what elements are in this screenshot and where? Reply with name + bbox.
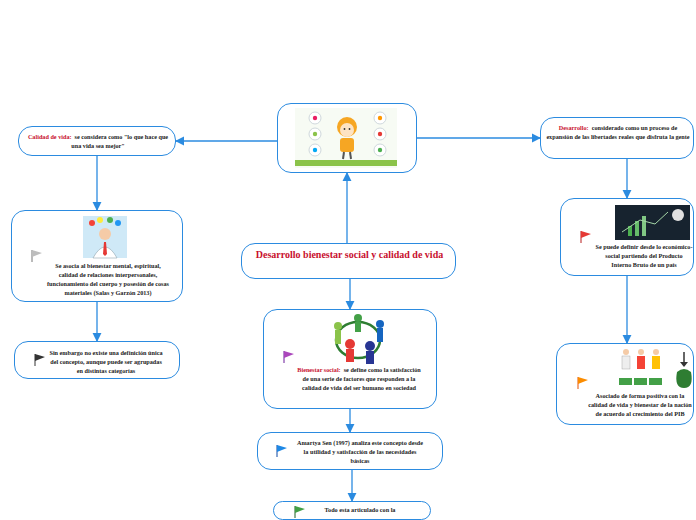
- text-block: Calidad de vida:se considera como "lo qu…: [23, 133, 173, 151]
- flag-icon: [578, 377, 588, 389]
- connector-arrow: [417, 137, 540, 138]
- flag-icon: [284, 351, 294, 363]
- economy-illustration: [615, 205, 690, 240]
- topic-title: Desarrollo bienestar social y calidad de…: [256, 249, 443, 260]
- text-block: Se puede definir desde lo económico-soci…: [595, 243, 693, 270]
- topic-text: Se puede definir desde lo económico-soci…: [596, 243, 693, 268]
- topic-text: Amartya Sen (1997) analiza este concepto…: [297, 439, 423, 464]
- person-illustration: [83, 216, 127, 258]
- flag-icon: [581, 231, 591, 243]
- connector-arrow: [346, 173, 347, 243]
- central-illustration: [295, 108, 397, 168]
- text-block: Amartya Sen (1997) analiza este concepto…: [294, 439, 426, 466]
- money-illustration: [619, 349, 692, 388]
- connector-arrow: [626, 159, 627, 198]
- image-box: [277, 103, 417, 173]
- text-block: Se asocia al bienestar mental, espiritua…: [46, 262, 170, 298]
- text-block: Desarrollo bienestar social y calidad de…: [252, 248, 447, 262]
- topic-text: Asociado de forma positiva con la calida…: [588, 392, 692, 417]
- topic-box: Se puede definir desde lo económico-soci…: [560, 198, 694, 276]
- text-block: Todo esta articulado con la: [304, 506, 416, 515]
- connector-arrow: [96, 302, 97, 341]
- topic-box: Todo esta articulado con la: [273, 501, 431, 520]
- connector-arrow: [349, 279, 350, 309]
- topic-box: Amartya Sen (1997) analiza este concepto…: [257, 432, 443, 470]
- topic-heading: Calidad de vida:: [28, 133, 72, 140]
- flag-icon: [295, 506, 305, 518]
- topic-heading: Bienestar social:: [297, 366, 340, 373]
- topic-box: Bienestar social:se define como la satis…: [263, 309, 437, 409]
- central-topic: Desarrollo bienestar social y calidad de…: [241, 243, 456, 279]
- topic-text: Se asocia al bienestar mental, espiritua…: [47, 262, 169, 296]
- text-block: Desarrollo:considerado como un proceso d…: [545, 124, 691, 142]
- topic-text: se considera como "lo que hace que una v…: [71, 133, 168, 149]
- flag-icon: [32, 250, 42, 262]
- flag-icon: [35, 354, 45, 366]
- connector-arrow: [626, 276, 627, 343]
- flag-icon: [277, 445, 287, 457]
- connector-arrow: [351, 470, 352, 501]
- topic-box: Se asocia al bienestar mental, espiritua…: [11, 210, 183, 302]
- text-block: Sin embargo no existe una definición úni…: [49, 349, 163, 376]
- topic-box: Calidad de vida:se considera como "lo qu…: [18, 126, 176, 156]
- topic-box: Asociado de forma positiva con la calida…: [556, 343, 694, 425]
- connector-arrow: [96, 156, 97, 210]
- text-block: Bienestar social:se define como la satis…: [294, 366, 424, 393]
- topic-box: Desarrollo:considerado como un proceso d…: [540, 117, 694, 159]
- topic-box: Sin embargo no existe una definición úni…: [14, 341, 180, 379]
- topic-heading: Desarrollo:: [559, 124, 589, 131]
- people-ring-illustration: [334, 314, 384, 364]
- connector-arrow: [349, 409, 350, 432]
- topic-text: Todo esta articulado con la: [325, 506, 396, 513]
- connector-arrow: [176, 140, 277, 141]
- text-block: Asociado de forma positiva con la calida…: [587, 392, 693, 419]
- topic-text: Sin embargo no existe una definición úni…: [49, 349, 162, 374]
